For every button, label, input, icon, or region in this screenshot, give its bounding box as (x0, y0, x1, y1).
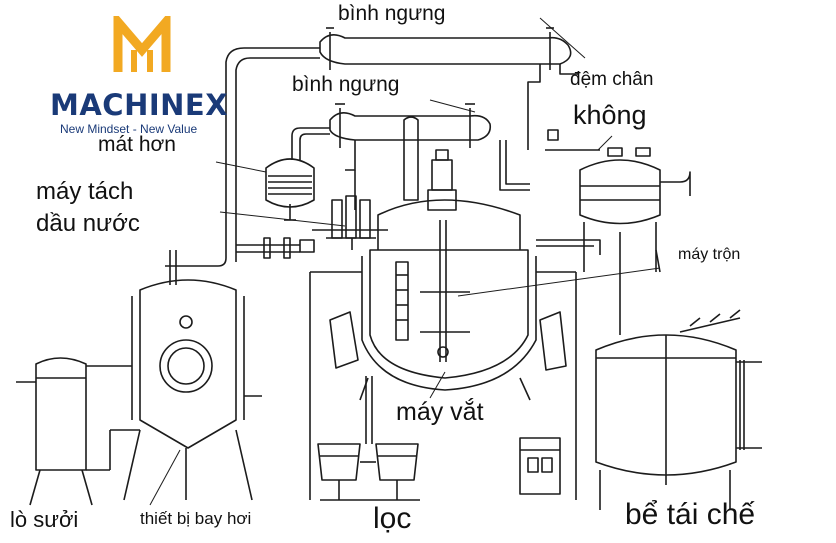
oil-water-separator (219, 195, 388, 250)
heater-shape (16, 357, 140, 506)
label-condenser-top: bình ngưng (338, 2, 446, 25)
recycle-tank-shape (595, 309, 762, 510)
machinex-m-mark (113, 16, 171, 72)
label-vacuum-buffer-line1: đệm chân (570, 69, 654, 90)
control-cabinet (519, 437, 561, 495)
label-recycle-tank: bể tái chế (625, 498, 756, 531)
steam-cooler (215, 158, 315, 221)
label-mixer: máy trộn (678, 246, 741, 263)
label-vacuum-buffer-line2: không (573, 100, 647, 130)
brand-name: MACHINEX (50, 88, 229, 122)
label-filter: lọc (373, 502, 412, 535)
middle-condenser (291, 99, 492, 210)
label-steam-cooler: mát hơn (98, 133, 176, 156)
reactor-vessel (309, 199, 661, 500)
label-separator-line2: dầu nước (36, 210, 140, 237)
label-heater: lò sưởi (10, 507, 79, 532)
top-condenser (319, 17, 586, 70)
label-separator-line1: máy tách (36, 178, 134, 205)
condensate-pipe-right (499, 64, 600, 191)
label-evaporator: thiết bị bay hơi (140, 509, 252, 528)
mixer-piping (536, 239, 661, 273)
brand-tagline: New Mindset - New Value (60, 122, 198, 136)
filters (317, 376, 420, 501)
evaporator-shape (123, 250, 262, 506)
machinex-logo: MACHINEX New Mindset - New Value (50, 14, 240, 136)
label-squeezer: máy vắt (396, 398, 484, 426)
vacuum-buffer-tank (579, 135, 691, 335)
agitator-drive (403, 116, 457, 211)
vapour-pipe (165, 47, 320, 267)
label-condenser-middle: bình ngưng (292, 73, 400, 96)
